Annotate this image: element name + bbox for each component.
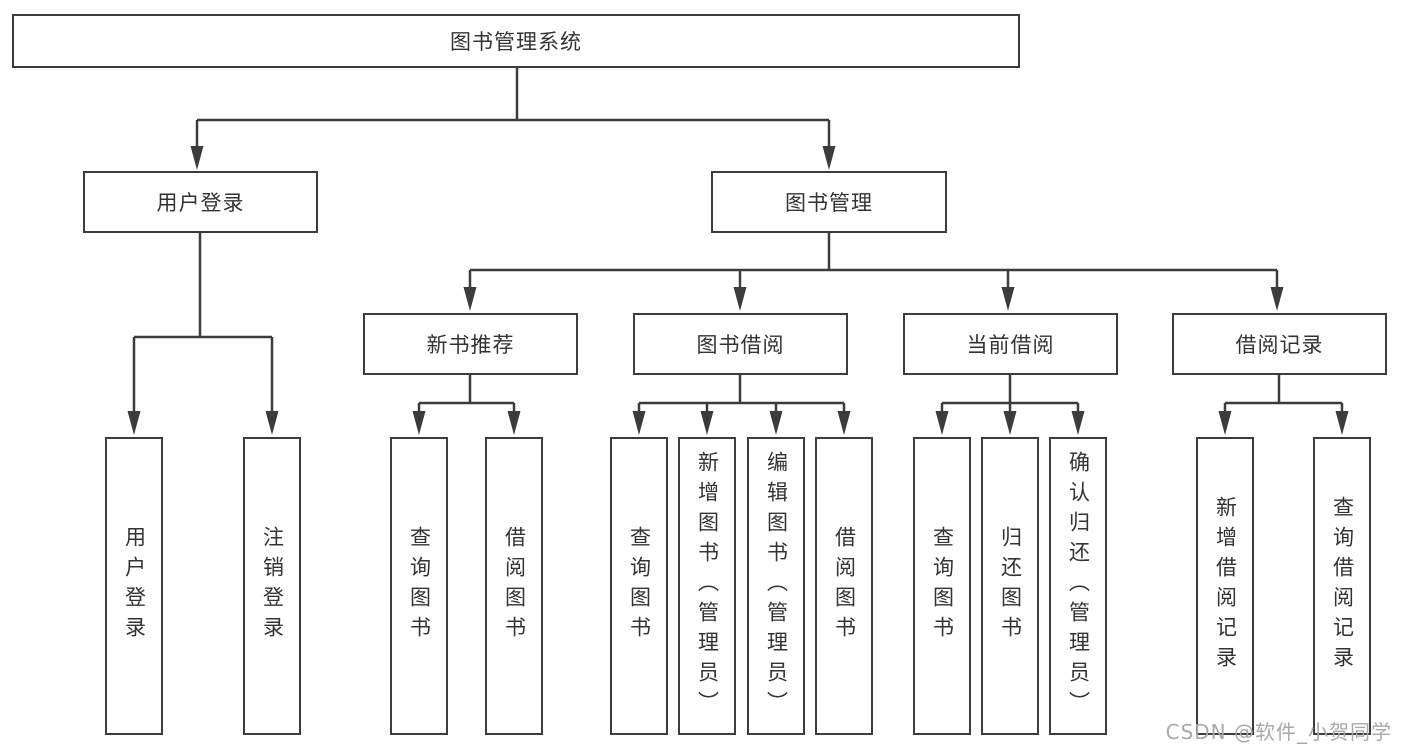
- leaf-query-books-current-label: 查询图书: [930, 526, 955, 646]
- arrowhead-group: [127, 146, 1349, 435]
- leaf-borrow-books-recommend-label: 借阅图书: [502, 526, 527, 646]
- leaf-add-borrow-record-label: 新增借阅记录: [1213, 496, 1238, 676]
- leaf-borrow-books-label: 借阅图书: [832, 526, 857, 646]
- node-book-management: 图书管理: [711, 171, 947, 233]
- leaf-edit-book-admin-label: 编辑图书（管理员）: [764, 451, 789, 721]
- leaf-query-books-borrow: 查询图书: [610, 437, 668, 735]
- node-borrow-records: 借阅记录: [1172, 313, 1387, 375]
- leaf-edit-book-admin: 编辑图书（管理员）: [747, 437, 805, 735]
- leaf-query-books-recommend: 查询图书: [390, 437, 448, 735]
- leaf-logout-label: 注销登录: [260, 526, 285, 646]
- node-book-borrow: 图书借阅: [633, 313, 848, 375]
- leaf-query-borrow-record-label: 查询借阅记录: [1330, 496, 1355, 676]
- node-user-login: 用户登录: [83, 171, 318, 233]
- leaf-user-login-label: 用户登录: [122, 526, 147, 646]
- leaf-borrow-books-recommend: 借阅图书: [485, 437, 543, 735]
- leaf-confirm-return-admin-label: 确认归还（管理员）: [1066, 451, 1091, 721]
- leaf-add-book-admin-label: 新增图书（管理员）: [695, 451, 720, 721]
- node-root: 图书管理系统: [12, 14, 1020, 68]
- leaf-add-book-admin: 新增图书（管理员）: [678, 437, 736, 735]
- leaf-borrow-books: 借阅图书: [815, 437, 873, 735]
- leaf-query-books-borrow-label: 查询图书: [627, 526, 652, 646]
- leaf-user-login: 用户登录: [105, 437, 163, 735]
- node-current-borrow: 当前借阅: [903, 313, 1118, 375]
- node-new-book-recommend: 新书推荐: [363, 313, 578, 375]
- leaf-query-books-current: 查询图书: [913, 437, 971, 735]
- leaf-confirm-return-admin: 确认归还（管理员）: [1049, 437, 1107, 735]
- leaf-query-books-recommend-label: 查询图书: [407, 526, 432, 646]
- leaf-return-book: 归还图书: [981, 437, 1039, 735]
- watermark-text: CSDN @软件_小贺同学: [1165, 720, 1392, 744]
- leaf-return-book-label: 归还图书: [998, 526, 1023, 646]
- leaf-query-borrow-record: 查询借阅记录: [1313, 437, 1371, 735]
- leaf-add-borrow-record: 新增借阅记录: [1196, 437, 1254, 735]
- leaf-logout: 注销登录: [243, 437, 301, 735]
